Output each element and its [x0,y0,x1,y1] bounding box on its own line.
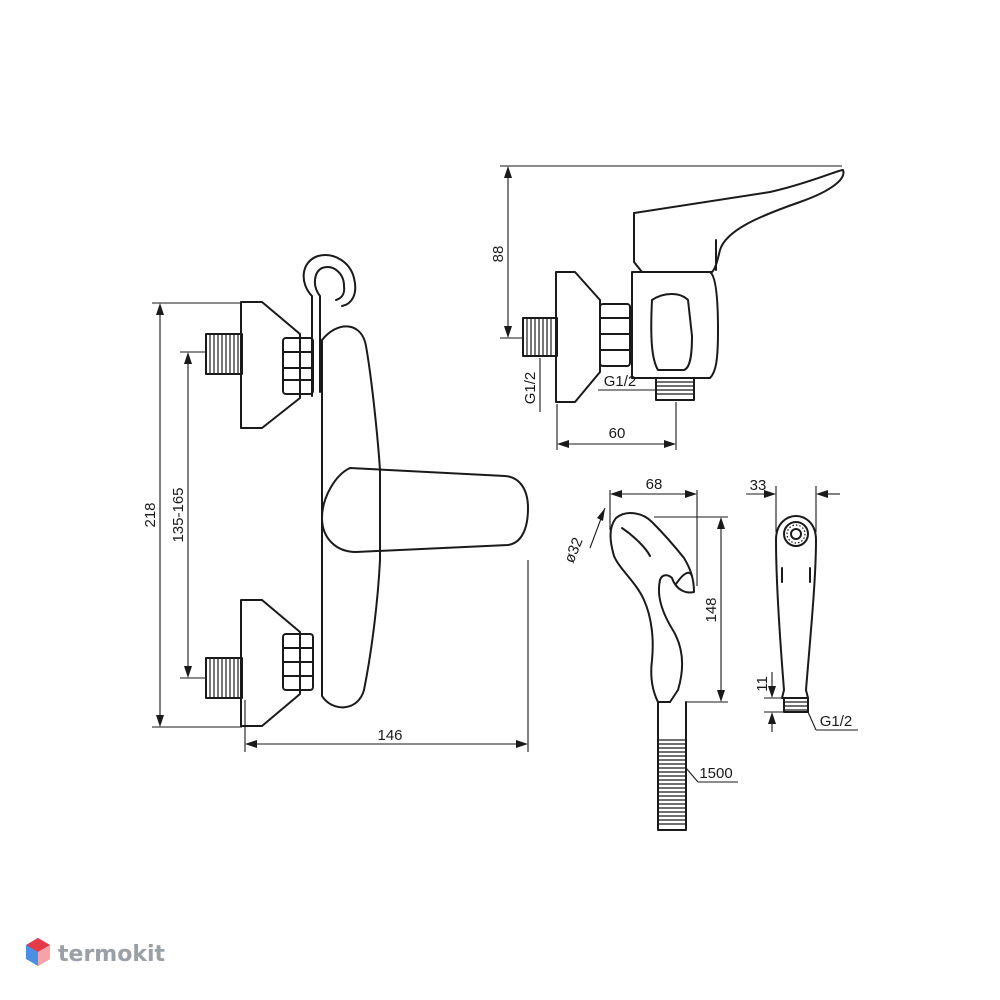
label-diam-32: ø32 [561,535,586,565]
side-view-mixer [522,169,845,403]
dim-handset-thread [807,711,858,731]
label-135-165: 135-165 [170,487,187,542]
label-88: 88 [490,246,507,263]
front-view-mixer [205,254,529,727]
label-handset-g12: G1/2 [820,713,853,730]
watermark-text: termokit [58,942,165,967]
hand-shower-side [609,512,695,831]
hand-shower-front [775,515,817,713]
dim-center-distance [180,351,206,679]
label-1500: 1500 [699,765,732,782]
dim-handset-height [654,516,728,703]
label-68: 68 [646,476,663,493]
dim-hose-length [685,767,738,783]
label-inlet-g12: G1/2 [522,372,539,405]
label-33: 33 [750,477,767,494]
label-146: 146 [377,727,402,744]
label-218: 218 [142,502,159,527]
dim-handset-thread-len [764,672,784,732]
label-60: 60 [609,425,626,442]
dim-handset-length [609,490,698,586]
dim-side-depth [556,402,677,450]
dim-total-height [152,302,242,728]
dim-handset-diameter [589,507,606,549]
label-11: 11 [754,676,771,692]
label-outlet-g12: G1/2 [604,373,637,390]
dim-total-width [244,560,529,752]
label-148: 148 [703,597,720,622]
termokit-logo [26,938,50,966]
dim-handset-width [746,486,840,532]
dim-side-height [500,165,842,339]
